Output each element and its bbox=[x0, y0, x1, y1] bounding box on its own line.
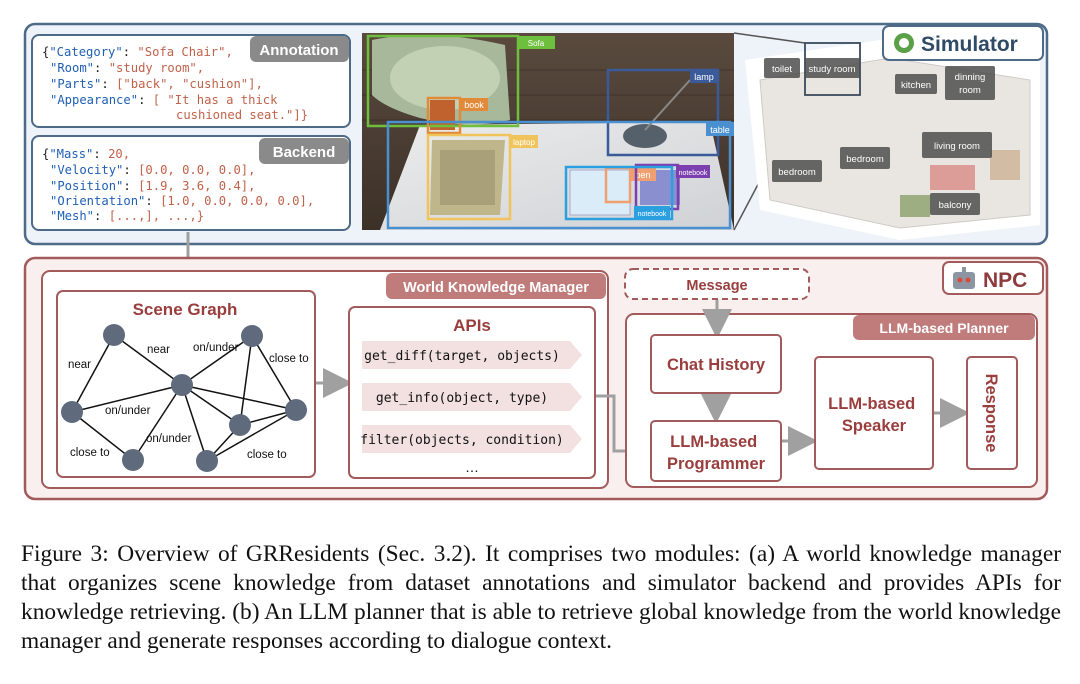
graph-node bbox=[229, 414, 251, 436]
scene-label-pen: pen bbox=[635, 170, 650, 180]
scene-label-book: book bbox=[464, 100, 484, 110]
edge-label: on/under bbox=[105, 405, 151, 417]
scene-label-laptop: laptop bbox=[513, 138, 535, 147]
edge-label: close to bbox=[247, 449, 287, 461]
backend-line-3: "Position": [1.9, 3.6, 0.4], bbox=[50, 179, 255, 193]
edge-label: near bbox=[147, 344, 170, 356]
robot-icon bbox=[953, 267, 975, 289]
scene-label-notebook-2: notebook bbox=[638, 211, 667, 218]
annotation-line-3: "Parts": ["back", "cushion"], bbox=[50, 77, 263, 91]
backend-line-2: "Velocity": [0.0, 0.0, 0.0], bbox=[50, 163, 255, 177]
scene-label-sofa: Sofa bbox=[528, 39, 545, 48]
wkm-title: World Knowledge Manager bbox=[403, 280, 589, 296]
room-kitchen: kitchen bbox=[901, 80, 931, 91]
apis-title: APIs bbox=[453, 316, 491, 335]
message-box bbox=[624, 268, 810, 300]
room-toilet: toilet bbox=[772, 64, 792, 75]
edge-label: close to bbox=[70, 447, 110, 459]
lamp-shape bbox=[623, 124, 667, 148]
annotation-line-5: cushioned seat."]} bbox=[176, 108, 308, 122]
edge-label: on/under bbox=[146, 433, 192, 445]
scene-label-table: table bbox=[710, 125, 730, 135]
scene-graph-title: Scene Graph bbox=[133, 300, 238, 319]
backend-line-5: "Mesh": [...,], ...,} bbox=[50, 209, 204, 223]
message-label: Message bbox=[686, 278, 747, 294]
notebook-shape bbox=[569, 169, 631, 216]
apis-more: … bbox=[465, 459, 479, 475]
graph-node bbox=[171, 374, 193, 396]
scene-graph: Scene Graph bbox=[56, 290, 316, 478]
annotation-line-2: "Room": "study room", bbox=[50, 61, 204, 75]
graph-node bbox=[196, 450, 218, 472]
simulator-tag: Simulator bbox=[882, 25, 1044, 61]
scene-label-lamp: lamp bbox=[694, 72, 714, 82]
room-bedroom-2: bedroom bbox=[846, 154, 884, 165]
response-label: Response bbox=[982, 374, 1000, 453]
api-get-diff: get_diff(target, objects) bbox=[364, 349, 560, 364]
graph-node bbox=[61, 401, 83, 423]
scene-label-notebook-1: notebook bbox=[679, 170, 708, 177]
programmer-label: LLM-based Programmer bbox=[667, 433, 766, 473]
programmer-box bbox=[650, 420, 782, 482]
annotation-title: Annotation bbox=[259, 42, 338, 59]
api-get-info: get_info(object, type) bbox=[376, 391, 548, 406]
planner-title: LLM-based Planner bbox=[879, 320, 1009, 336]
scene-render: Sofa lamp book table laptop pen notebook… bbox=[362, 33, 734, 230]
edge-label: near bbox=[68, 359, 91, 371]
figure-caption: Figure 3: Overview of GRResidents (Sec. … bbox=[21, 541, 1061, 654]
room-study: study room bbox=[809, 64, 856, 75]
api-filter: filter(objects, condition) bbox=[360, 433, 564, 448]
npc-title: NPC bbox=[983, 269, 1027, 292]
graph-node bbox=[122, 449, 144, 471]
graph-node bbox=[241, 325, 263, 347]
chat-history-label: Chat History bbox=[667, 356, 766, 374]
room-bedroom-1: bedroom bbox=[778, 167, 816, 178]
overview-figure: Annotation {"Category": "Sofa Chair", "R… bbox=[23, 22, 1049, 501]
annotation-box: Annotation {"Category": "Sofa Chair", "R… bbox=[31, 34, 351, 128]
room-balcony: balcony bbox=[939, 200, 972, 211]
annotation-line-4: "Appearance": [ "It has a thick bbox=[50, 93, 278, 107]
edge-label: on/under bbox=[193, 342, 239, 354]
response-box bbox=[966, 356, 1018, 470]
annotation-line-1: {"Category": "Sofa Chair", bbox=[42, 45, 233, 59]
speaker-label: LLM-based Speaker bbox=[828, 395, 920, 435]
graph-node bbox=[103, 324, 125, 346]
edge-label: close to bbox=[269, 353, 309, 365]
simulator-title: Simulator bbox=[921, 33, 1018, 56]
apis-box: APIs get_diff(target, objects) get_info(… bbox=[348, 306, 596, 479]
room-living: living room bbox=[934, 141, 980, 152]
backend-box: Backend {"Mass": 20, "Velocity": [0.0, 0… bbox=[31, 135, 351, 231]
backend-line-4: "Orientation": [1.0, 0.0, 0.0, 0.0], bbox=[50, 194, 314, 208]
npc-tag: NPC bbox=[942, 261, 1044, 295]
backend-title: Backend bbox=[273, 144, 336, 161]
graph-node bbox=[285, 399, 307, 421]
speaker-box bbox=[814, 356, 934, 470]
backend-line-1: {"Mass": 20, bbox=[42, 147, 130, 161]
chat-history-box bbox=[650, 334, 782, 394]
